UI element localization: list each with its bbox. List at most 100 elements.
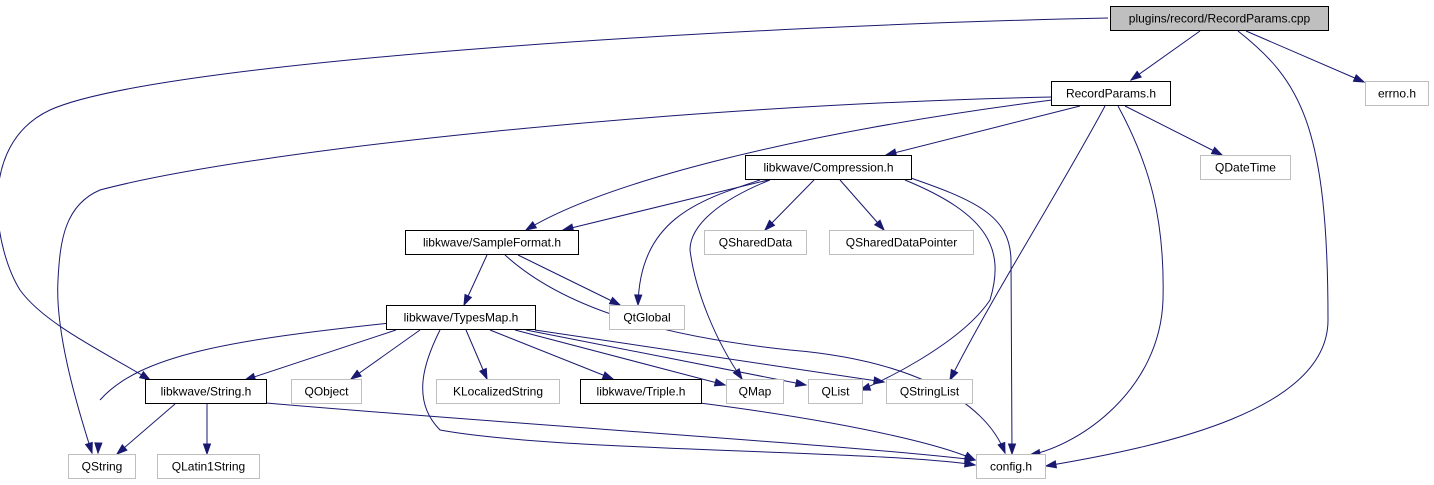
edge-line: [904, 175, 1013, 455]
arrowhead: [873, 219, 885, 232]
node-label: libkwave/Compression.h: [763, 161, 893, 175]
edge-line: [525, 329, 807, 386]
arrowhead: [949, 368, 959, 382]
edge-typesmap-to-string: [243, 329, 397, 381]
edge-string-to-qstring: [115, 403, 176, 455]
edge-compression-to-qtglobal: [634, 179, 761, 307]
arrowhead: [524, 220, 538, 231]
node-box: [291, 379, 362, 404]
nodes: plugins/record/RecordParams.cppRecordPar…: [68, 6, 1429, 479]
node-qdatetime: QDateTime: [1200, 155, 1291, 180]
edge-line: [116, 403, 176, 455]
edge-compression-to-qlist: [858, 179, 996, 391]
edge-string-to-config: [265, 402, 977, 463]
node-qshareddata: QSharedData: [704, 230, 807, 255]
edge-recordparams-to-qstringlist: [949, 105, 1106, 382]
edge-line: [764, 179, 815, 231]
node-qlist: QList: [808, 379, 863, 404]
node-box: [68, 454, 136, 479]
edge-sampleformat-to-qtglobal: [517, 254, 622, 306]
node-label: QLatin1String: [172, 460, 245, 474]
node-box: [1051, 81, 1171, 106]
edge-typesmap-to-triple: [489, 329, 615, 380]
node-triple[interactable]: libkwave/Triple.h: [580, 379, 702, 404]
node-label: libkwave/TypesMap.h: [404, 311, 519, 325]
arrowhead: [138, 370, 152, 381]
node-box: [726, 379, 784, 404]
edge-line: [265, 402, 976, 461]
arrowhead: [1129, 70, 1142, 81]
node-string[interactable]: libkwave/String.h: [145, 379, 267, 404]
edge-line: [949, 105, 1106, 381]
arrowhead: [634, 294, 643, 307]
edge-line: [99, 322, 391, 401]
node-label: config.h: [990, 460, 1032, 474]
node-root[interactable]: plugins/record/RecordParams.cpp: [1110, 6, 1329, 31]
node-label: libkwave/Triple.h: [597, 385, 686, 399]
edge-compression-to-qshareddatapointer: [839, 179, 885, 232]
edge-line: [517, 254, 621, 306]
node-label: RecordParams.h: [1066, 87, 1156, 101]
edge-line: [0, 17, 1109, 381]
node-box: [829, 230, 974, 255]
node-recordparams[interactable]: RecordParams.h: [1051, 81, 1171, 106]
edge-recordparams-to-config: [1028, 105, 1164, 458]
edge-line: [1045, 30, 1329, 467]
node-typesmap[interactable]: libkwave/TypesMap.h: [386, 305, 536, 330]
node-label: QSharedDataPointer: [846, 236, 957, 250]
edge-root-to-recordparams: [1129, 30, 1201, 81]
arrowhead: [1210, 146, 1224, 156]
edge-line: [1245, 30, 1365, 83]
edge-recordparams-to-qdatetime: [1124, 105, 1224, 156]
edge-line: [1130, 30, 1201, 81]
arrowhead: [349, 369, 362, 380]
node-box: [886, 379, 973, 404]
edge-line: [525, 99, 1053, 231]
arrowhead: [94, 442, 103, 455]
node-label: QString: [82, 460, 123, 474]
arrowhead: [732, 367, 743, 381]
edge-string-to-qlatin1string: [202, 404, 212, 456]
node-label: plugins/record/RecordParams.cpp: [1129, 12, 1311, 26]
edge-line: [534, 329, 885, 383]
edge-compression-to-config: [904, 175, 1017, 456]
node-qlatin1string: QLatin1String: [157, 454, 260, 479]
edge-compression-to-qshareddata: [763, 179, 815, 232]
node-box: [704, 230, 807, 255]
node-compression[interactable]: libkwave/Compression.h: [745, 155, 912, 180]
node-label: libkwave/SampleFormat.h: [423, 236, 561, 250]
node-qstringlist: QStringList: [886, 379, 973, 404]
edge-sampleformat-to-typesmap: [463, 254, 488, 307]
node-box: [405, 230, 579, 255]
arrowhead: [84, 441, 93, 455]
node-label: QtGlobal: [623, 311, 670, 325]
node-box: [145, 379, 267, 404]
node-label: QMap: [739, 385, 772, 399]
node-box: [976, 454, 1046, 479]
arrowhead: [202, 443, 212, 456]
edge-line: [1124, 105, 1223, 156]
node-box: [580, 379, 702, 404]
edge-compression-to-qmap: [689, 179, 771, 381]
edge-root-to-string: [0, 17, 1109, 381]
edge-line: [244, 329, 397, 381]
arrowhead: [713, 378, 727, 387]
edge-typesmap-to-qlist: [525, 329, 808, 388]
edge-sampleformat-to-config: [504, 254, 1006, 455]
arrowhead: [794, 378, 808, 388]
arrowhead: [872, 376, 886, 385]
edge-line: [689, 179, 771, 380]
edge-line: [699, 402, 976, 461]
edges: [0, 17, 1366, 469]
arrowhead: [884, 148, 898, 157]
edge-typesmap-to-qstring: [94, 322, 391, 455]
node-qstring: QString: [68, 454, 136, 479]
node-label: QStringList: [900, 385, 960, 399]
edge-line: [637, 179, 761, 306]
node-qtglobal: QtGlobal: [609, 305, 685, 330]
node-sampleformat[interactable]: libkwave/SampleFormat.h: [405, 230, 579, 255]
node-box: [609, 305, 685, 330]
arrowhead: [1007, 443, 1017, 456]
node-label: QList: [821, 385, 850, 399]
